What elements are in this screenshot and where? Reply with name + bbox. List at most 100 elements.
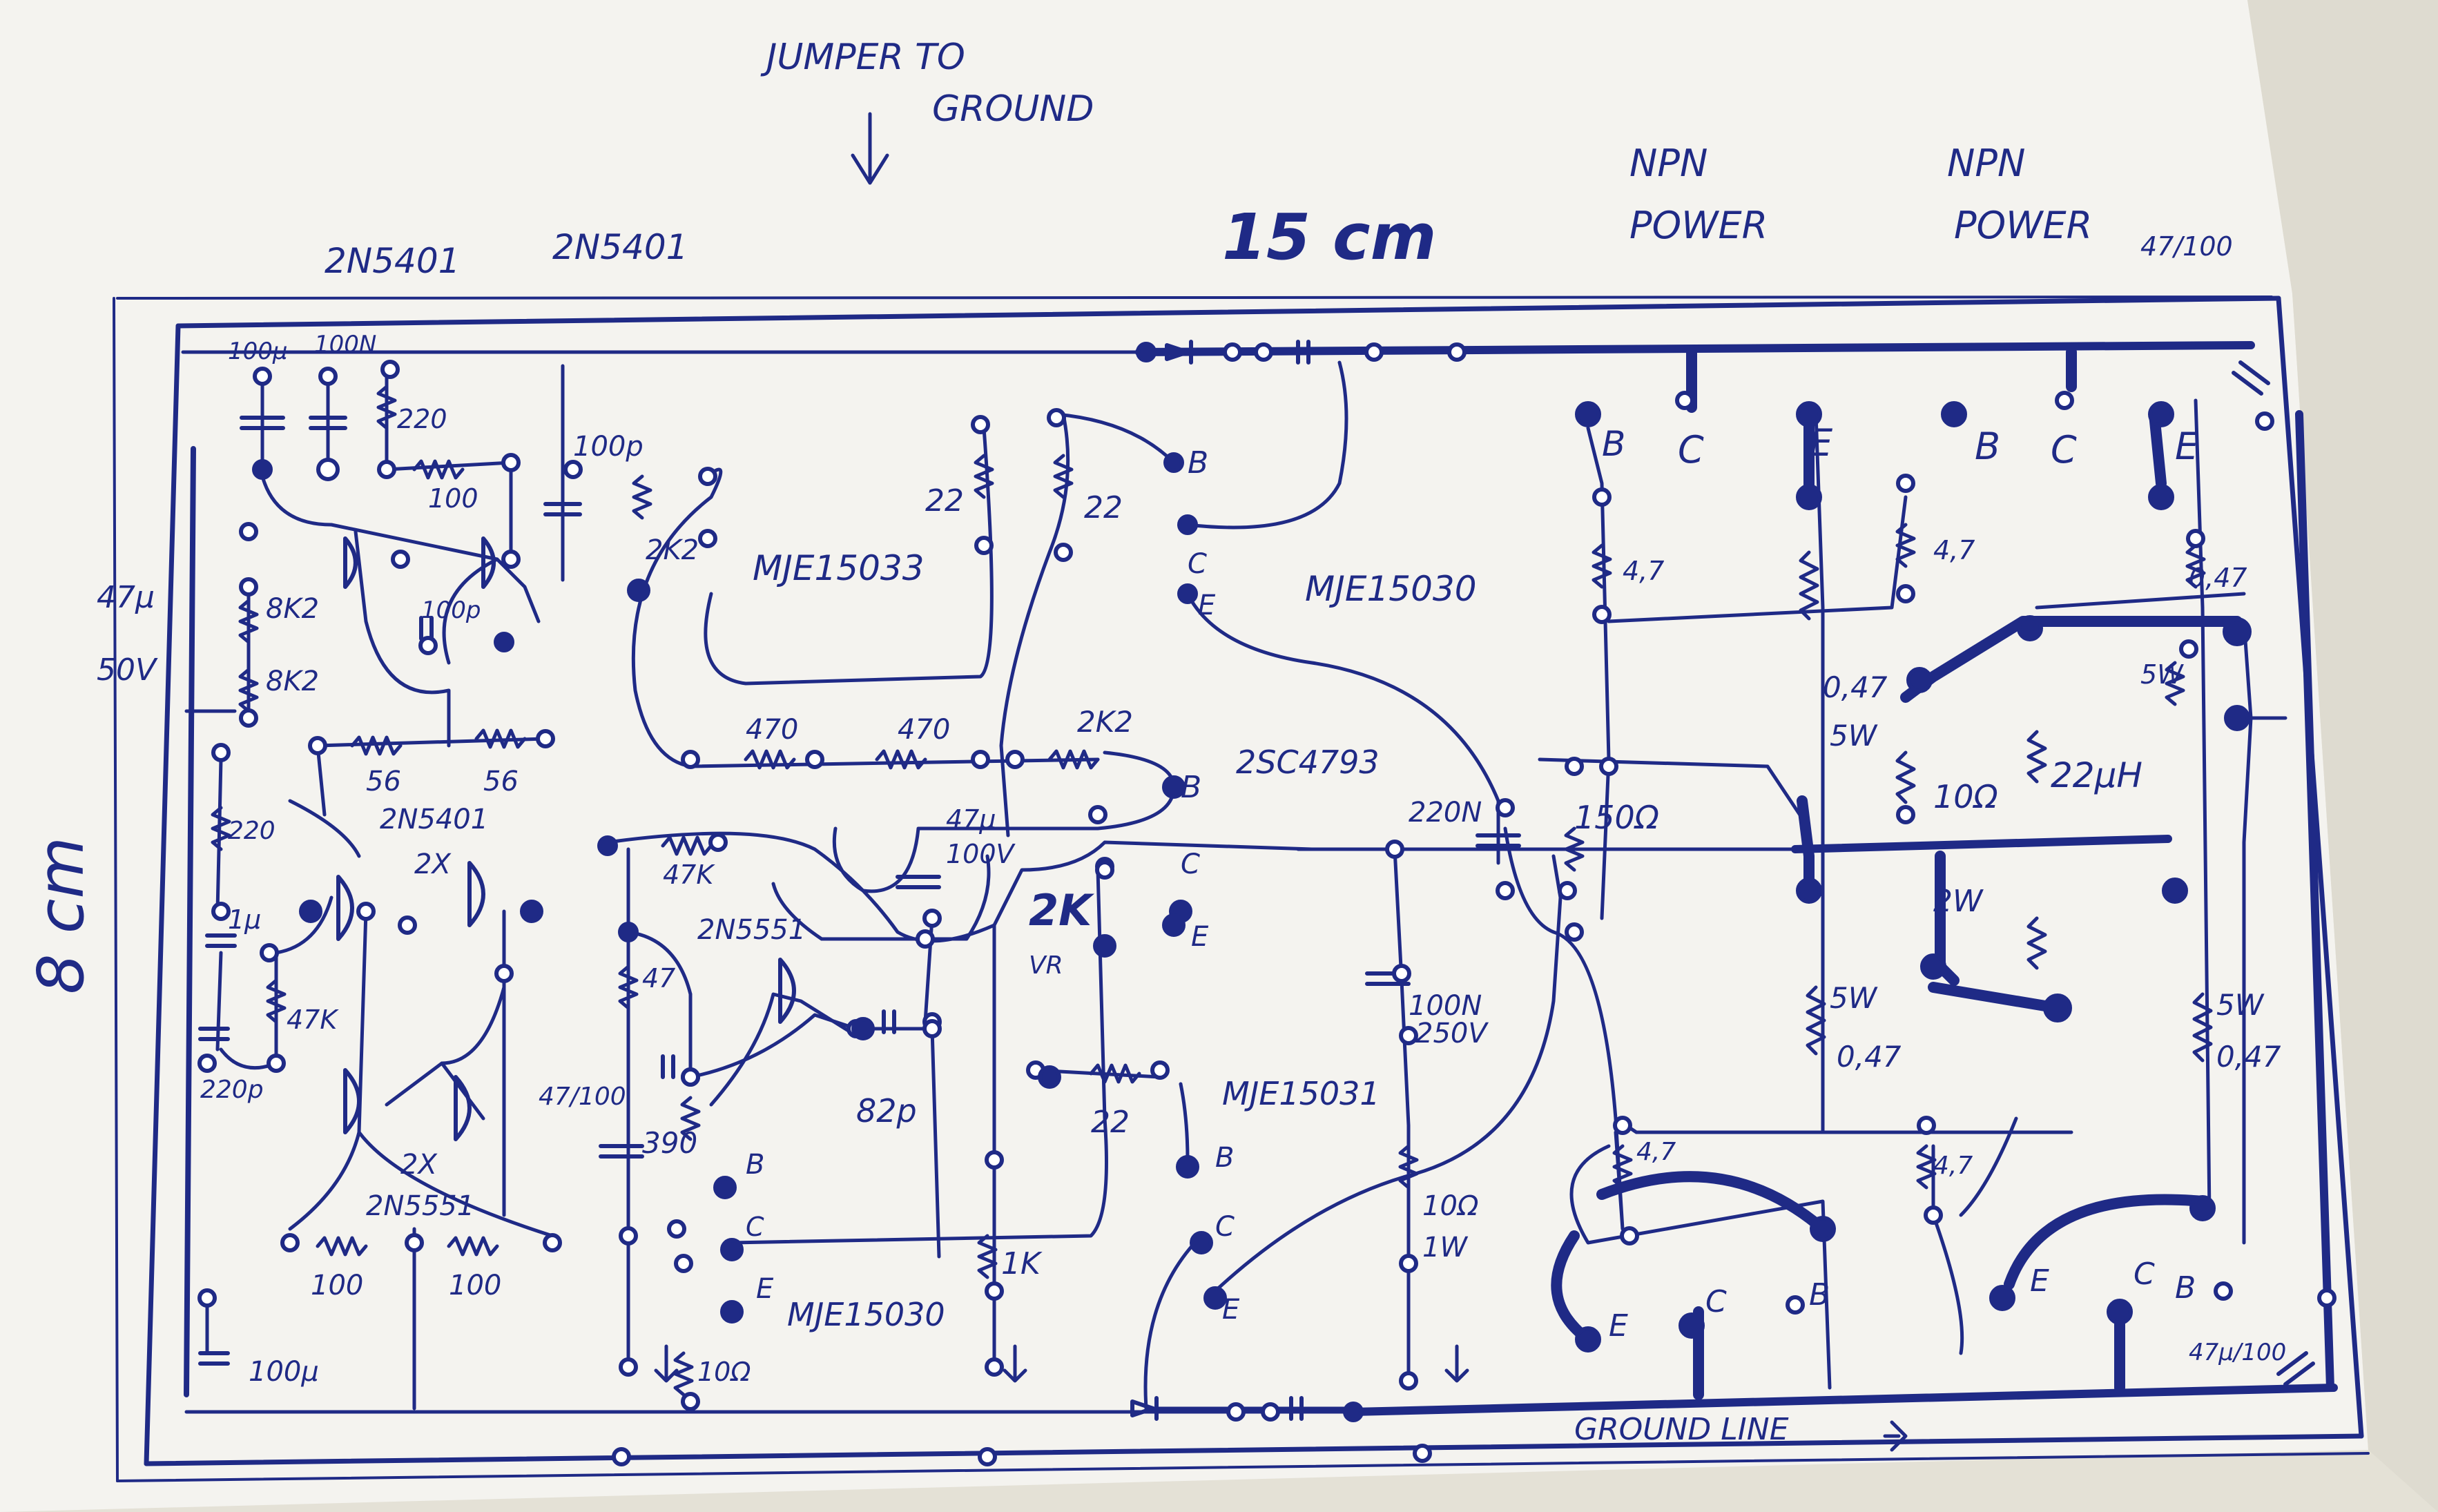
ground-line-label: GROUND LINE — [1574, 1412, 1789, 1447]
label-r-2k2-top: 2K2 — [646, 534, 699, 566]
label-r-2w: 2W — [1933, 884, 1984, 919]
label-r-22-c: 22 — [1091, 1105, 1130, 1140]
label-c-100u-top: 100µ — [228, 338, 288, 365]
transistor-symbols — [336, 536, 796, 1141]
label-c-100p-mid: 100p — [421, 597, 481, 624]
label-r-047-5w-b: 5W — [1830, 719, 1878, 753]
label-r-8k2-b: 8K2 — [266, 666, 319, 697]
top-left-transistor-2: 2N5401 — [552, 227, 688, 267]
label-r-047-br: 0,47 — [2216, 1040, 2281, 1074]
label-r-47: 47 — [642, 963, 675, 994]
label-c-47u-a: 47µ — [97, 580, 155, 615]
label-q-2sc4793: 2SC4793 — [1236, 744, 1380, 781]
pin-c: C — [1215, 1211, 1235, 1243]
pin-c: C — [1188, 548, 1207, 580]
capacitors — [198, 360, 2315, 1386]
label-r-22-a: 22 — [925, 483, 964, 518]
pin-b: B — [1215, 1142, 1234, 1174]
board-width-dimension: 15 cm — [1222, 200, 1436, 274]
label-c-82p: 82p — [856, 1092, 917, 1130]
label-r-220-left: 220 — [228, 817, 275, 845]
label-r-10ohm-1w-a: 10Ω — [1422, 1190, 1479, 1222]
label-r-47k-mid: 47K — [663, 860, 715, 890]
label-q-2n5551-mid: 2N5551 — [697, 914, 806, 946]
label-c-100u-bot: 100µ — [249, 1356, 319, 1388]
label-r-470-a: 470 — [746, 714, 798, 746]
label-r-100-top: 100 — [428, 483, 478, 514]
pin-c: C — [1705, 1284, 1727, 1319]
label-c-1u: 1µ — [228, 904, 261, 935]
pin-e: E — [1191, 921, 1209, 953]
pin-e: E — [1198, 590, 1216, 621]
label-c-100n-250v-b: 250V — [1415, 1018, 1489, 1049]
pin-c: C — [2134, 1257, 2155, 1292]
label-vr: VR — [1029, 951, 1063, 980]
board-height-dimension: 8 cm — [24, 837, 98, 994]
label-r-047-5w-a: 0,47 — [1823, 670, 1888, 704]
label-q-mje15030-bot: MJE15030 — [787, 1296, 945, 1333]
label-r-5w-br: 5W — [2216, 988, 2265, 1022]
npn-power-1-line2: POWER — [1629, 204, 1768, 247]
pin-e: E — [1809, 421, 1833, 465]
label-r-4-7-p2: 4,7 — [1933, 535, 1975, 565]
label-q-2n5401-mid: 2N5401 — [380, 804, 488, 835]
filled-pads — [252, 342, 2252, 1422]
jumper-arrow — [851, 112, 889, 185]
pin-e: E — [1222, 1294, 1240, 1326]
label-r-10ohm-r: 10Ω — [1933, 778, 1998, 815]
label-c-47-100: 47/100 — [539, 1083, 626, 1111]
label-c-47u-100v-b: 100V — [946, 839, 1016, 869]
pin-b: B — [2175, 1270, 2196, 1306]
paper-shadow — [2247, 0, 2438, 1512]
label-l-22uh: 22µH — [2051, 755, 2142, 795]
label-r-4-7-b1: 4,7 — [1636, 1138, 1676, 1166]
header-labels: JUMPER TO GROUND 2N5401 2N5401 15 cm NPN… — [24, 37, 2233, 994]
label-c-100n-250v-a: 100N — [1409, 990, 1482, 1022]
resistors — [211, 385, 2213, 1397]
pin-labels: B C E B C E B C E B C E B C E B C E E C … — [746, 421, 2199, 1344]
label-r-100-bl-b: 100 — [449, 1270, 501, 1301]
label-r-4-7-b2: 4,7 — [1933, 1152, 1973, 1180]
label-c-47u-100-br: 47µ/100 — [2189, 1339, 2286, 1366]
label-r-470-b: 470 — [898, 714, 950, 746]
pin-c: C — [2051, 428, 2077, 472]
label-r-047-bl: 0,47 — [1837, 1040, 1902, 1074]
label-r-5w-top: 5W — [2140, 659, 2184, 690]
label-r-150ohm: 150Ω — [1574, 799, 1659, 836]
label-c-220n: 220N — [1409, 797, 1482, 828]
label-r-56-b: 56 — [483, 766, 519, 797]
label-r-2k2-mid: 2K2 — [1077, 705, 1133, 739]
solder-pads — [197, 342, 2337, 1466]
label-c-100p-top: 100p — [573, 431, 644, 463]
label-r-5w-bl: 5W — [1830, 981, 1878, 1015]
board-outline — [113, 295, 2370, 1482]
label-c-47u-b: 50V — [97, 652, 158, 688]
jumper-note-line2: GROUND — [932, 88, 1094, 130]
pin-e: E — [1609, 1308, 1628, 1344]
label-q-mje15031: MJE15031 — [1222, 1075, 1380, 1112]
circuit-traces — [205, 360, 2287, 1411]
label-r-56-a: 56 — [366, 766, 401, 797]
jumper-note-line1: JUMPER TO — [760, 37, 965, 78]
label-r-10ohm-bl: 10Ω — [697, 1357, 751, 1387]
label-r-100-bl-a: 100 — [311, 1270, 363, 1301]
ground-arrows — [654, 1344, 1908, 1452]
pin-b: B — [1188, 445, 1208, 481]
label-r-8k2-a: 8K2 — [266, 593, 319, 625]
label-q-2x-a: 2X — [414, 849, 452, 880]
npn-power-1-line1: NPN — [1629, 142, 1707, 185]
label-q-mje15033: MJE15033 — [753, 548, 925, 588]
pin-b: B — [746, 1149, 764, 1181]
pin-b: B — [1602, 424, 1625, 464]
label-r-22-b: 22 — [1084, 490, 1123, 525]
pin-e: E — [756, 1273, 774, 1305]
label-c-390: 390 — [642, 1126, 697, 1160]
label-vr-2k: 2K — [1029, 885, 1094, 936]
label-r-1k: 1K — [1001, 1246, 1043, 1281]
label-r-4-7-p1: 4,7 — [1623, 556, 1664, 586]
label-q-mje15030-top: MJE15030 — [1305, 569, 1477, 609]
label-c-100n-top: 100N — [314, 331, 376, 358]
label-r-10ohm-1w-b: 1W — [1422, 1232, 1468, 1263]
pin-e: E — [2175, 425, 2199, 468]
